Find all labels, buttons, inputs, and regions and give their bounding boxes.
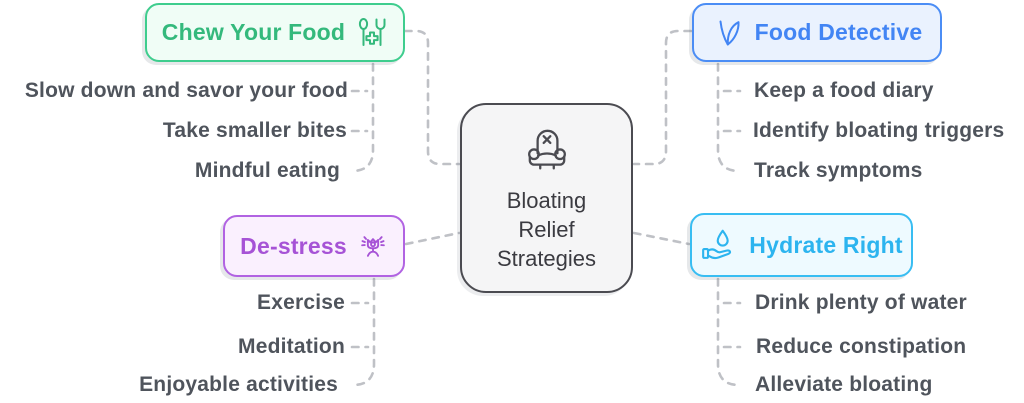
central-title-line: Bloating [506, 188, 587, 213]
central-node: Bloating Relief Strategies [460, 103, 633, 293]
connector-destress-central [404, 231, 461, 246]
branch-node-food-detective: Food Detective [692, 3, 942, 62]
branch-node-chew-your-food: Chew Your Food [145, 3, 405, 62]
subitem-slow-down-and-savor-your-food: Slow down and savor your food [24, 79, 348, 102]
subitem-reduce-constipation: Reduce constipation [756, 335, 967, 358]
armchair-icon [520, 123, 574, 178]
blooming-flower-icon [358, 231, 388, 261]
branch-node-de-stress: De-stress [223, 215, 405, 277]
connector-fooddet-central [632, 29, 693, 166]
subitem-identify-bloating-triggers: Identify bloating triggers [753, 119, 1005, 142]
branch-label: Food Detective [754, 19, 923, 45]
connector-chew-central [403, 29, 461, 166]
subitem-take-smaller-bites: Take smaller bites [162, 119, 347, 142]
rail-hydrate-items [716, 277, 741, 387]
cutlery-plus-icon [356, 17, 388, 49]
branch-label: Hydrate Right [749, 231, 903, 258]
branch-node-hydrate-right: Hydrate Right [690, 213, 913, 277]
central-title-line: Strategies [496, 246, 597, 271]
central-title-line: Relief [518, 217, 575, 242]
rail-fooddet-items [716, 62, 741, 173]
branch-label: De-stress [240, 232, 347, 259]
subitem-track-symptoms: Track symptoms [754, 159, 923, 182]
subitem-meditation: Meditation [238, 335, 345, 358]
connector-central-hydrate [632, 231, 691, 246]
subitem-exercise: Exercise [256, 291, 345, 314]
subitem-keep-a-food-diary: Keep a food diary [754, 79, 934, 102]
subitem-drink-plenty-of-water: Drink plenty of water [755, 291, 967, 314]
subitem-mindful-eating: Mindful eating [194, 159, 340, 182]
subitem-enjoyable-activities: Enjoyable activities [139, 373, 338, 396]
branch-label: Chew Your Food [161, 19, 346, 45]
subitem-alleviate-bloating: Alleviate bloating [755, 373, 933, 396]
rail-destress-items [351, 277, 376, 387]
hand-water-drop-icon [700, 228, 738, 262]
sprout-icon [712, 17, 744, 49]
central-title: Bloating Relief Strategies [497, 186, 596, 273]
rail-chew-items [350, 62, 375, 173]
